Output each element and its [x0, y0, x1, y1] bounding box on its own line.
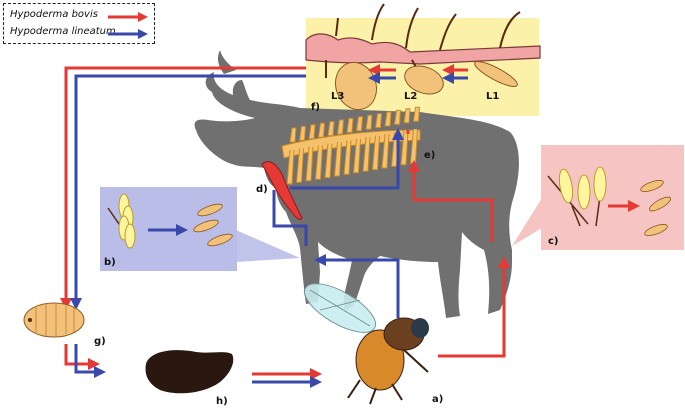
eggs-on-hair-icon [107, 193, 136, 249]
hatchlings-b [193, 203, 233, 247]
label-d: d) [256, 184, 268, 195]
panel-b-pointer [236, 230, 300, 262]
label-f: f) [311, 102, 320, 113]
vertebra-spine-process [317, 122, 326, 138]
vertebra [305, 146, 314, 182]
label-l1: L1 [486, 91, 499, 102]
vertebra [362, 137, 371, 172]
panel-c [541, 145, 684, 250]
label-h: h) [216, 396, 228, 407]
label-a: a) [432, 394, 443, 405]
vertebra-spine-process [403, 108, 411, 124]
vertebra [295, 148, 304, 183]
legend: Hypoderma bovis Hypoderma lineatum [3, 3, 155, 44]
vertebra-spine-process [308, 124, 316, 140]
vertebra-spine-process [374, 113, 383, 129]
legend-arrow-lineatum [108, 29, 148, 39]
vertebra-spine-process [355, 116, 364, 132]
vertebra [343, 140, 352, 175]
vertebra [333, 141, 342, 177]
eggs-on-hair-icon-c [547, 166, 607, 227]
vertebra [371, 135, 380, 171]
warble-fly-icon [303, 283, 429, 405]
legend-label-bovis: Hypoderma bovis [10, 9, 98, 20]
larva-icon-g [23, 302, 85, 338]
vertebra-spine-process [384, 111, 392, 127]
larva-icon [334, 61, 518, 111]
vertebra-spine-process [327, 121, 335, 137]
legend-arrow-bovis [108, 12, 148, 22]
vertebra-spine-process [365, 114, 373, 130]
larva-l1 [474, 61, 518, 87]
spine-icon [281, 106, 421, 185]
label-e: e) [424, 150, 435, 161]
label-b: b) [104, 257, 116, 268]
migration-arrows [60, 64, 640, 388]
vertebra [352, 138, 361, 174]
vertebra [400, 130, 409, 166]
legend-label-lineatum: Hypoderma lineatum [10, 26, 116, 37]
vertebra [286, 149, 295, 185]
hatchlings-c [640, 180, 671, 236]
label-l3: L3 [331, 91, 344, 102]
label-g: g) [94, 336, 106, 347]
vertebra-spine-process [393, 109, 402, 125]
vertebra [314, 145, 323, 180]
vertebra-spine-process [412, 106, 421, 122]
label-c: c) [548, 236, 559, 247]
vertebra-spine-process [336, 119, 345, 135]
panel-c-pointer [512, 198, 542, 246]
vertebra [324, 143, 333, 179]
vertebra-spine-process [298, 125, 307, 141]
larva-l2 [404, 65, 444, 95]
pupa-icon [145, 350, 234, 394]
vertebra-spine-process [346, 117, 354, 133]
label-l2: L2 [404, 91, 417, 102]
vertebra-spine-process [289, 127, 297, 143]
vertebra [381, 133, 390, 169]
esophagus-icon [261, 161, 303, 221]
